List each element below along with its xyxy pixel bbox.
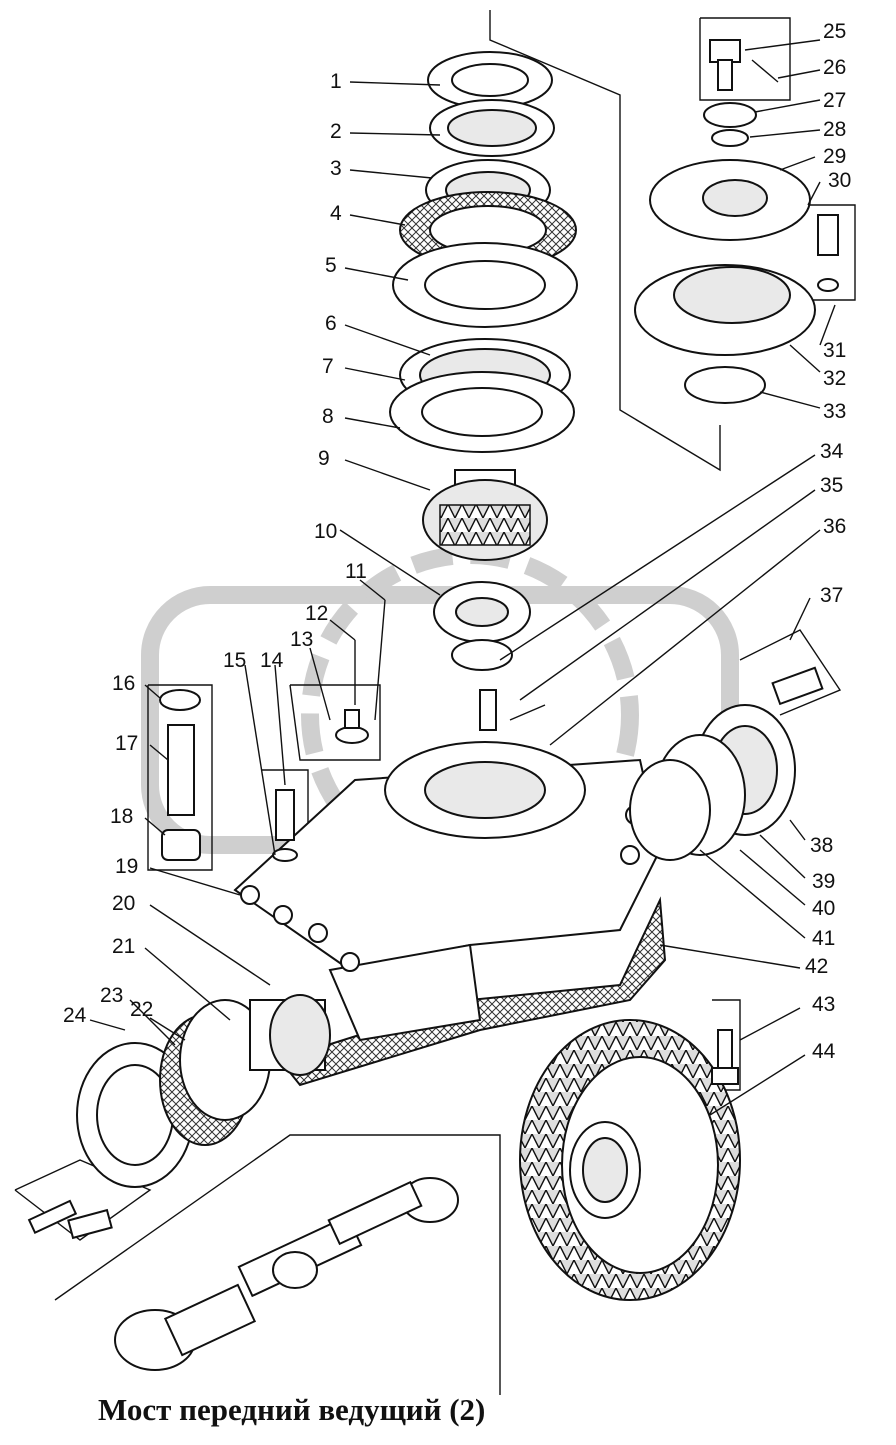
callout-33: 33	[823, 400, 846, 423]
callout-41: 41	[812, 927, 835, 950]
callout-9: 9	[318, 447, 330, 470]
callout-12: 12	[305, 602, 328, 625]
axle-housing	[233, 741, 667, 1087]
callout-22: 22	[130, 998, 153, 1021]
callout-31: 31	[823, 339, 846, 362]
diagram-title: Мост передний ведущий (2)	[98, 1392, 486, 1427]
callout-14: 14	[260, 649, 284, 672]
callout-13: 13	[290, 628, 313, 651]
callout-25: 25	[823, 20, 846, 43]
callout-30: 30	[828, 169, 851, 192]
callout-1: 1	[330, 70, 342, 93]
callout-3: 3	[330, 157, 342, 180]
bolt-43	[711, 1029, 739, 1085]
callout-36: 36	[823, 515, 846, 538]
leader-lines	[89, 39, 836, 1116]
callout-4: 4	[330, 202, 342, 225]
callout-17: 17	[115, 732, 138, 755]
callout-19: 19	[115, 855, 138, 878]
right-side-bearing	[629, 666, 824, 861]
callout-21: 21	[112, 935, 135, 958]
callout-39: 39	[812, 870, 835, 893]
callout-42: 42	[805, 955, 828, 978]
callout-18: 18	[110, 805, 133, 828]
callout-15: 15	[223, 649, 246, 672]
fasteners-left	[159, 689, 546, 862]
callout-5: 5	[325, 254, 337, 277]
callout-34: 34	[820, 440, 844, 463]
callout-32: 32	[823, 367, 846, 390]
callout-26: 26	[823, 56, 846, 79]
callout-6: 6	[325, 312, 337, 335]
callout-7: 7	[322, 355, 334, 378]
callout-23: 23	[100, 984, 123, 1007]
callout-24: 24	[63, 1004, 87, 1027]
callout-11: 11	[345, 560, 367, 583]
callout-2: 2	[330, 120, 342, 143]
driveshaft-inset	[114, 1177, 459, 1371]
callout-29: 29	[823, 145, 846, 168]
callout-8: 8	[322, 405, 334, 428]
callout-28: 28	[823, 118, 846, 141]
crown-gear	[519, 1019, 741, 1301]
drive-pinion	[422, 469, 548, 671]
callout-44: 44	[812, 1040, 836, 1063]
callout-27: 27	[823, 89, 846, 112]
callout-labels: 1 2 3 4 5 6 7 8 9 10 11 12 13 14 15 16 1…	[63, 20, 851, 1063]
callout-38: 38	[810, 834, 833, 857]
callout-20: 20	[112, 892, 135, 915]
callout-35: 35	[820, 474, 843, 497]
left-side-bearing	[27, 994, 331, 1240]
callout-16: 16	[112, 672, 135, 695]
upper-right-group	[634, 39, 839, 404]
group-frames	[14, 10, 856, 1395]
callout-10: 10	[314, 520, 337, 543]
callout-43: 43	[812, 993, 835, 1016]
bearing-stack-top	[389, 51, 578, 453]
callout-37: 37	[820, 584, 843, 607]
callout-40: 40	[812, 897, 835, 920]
